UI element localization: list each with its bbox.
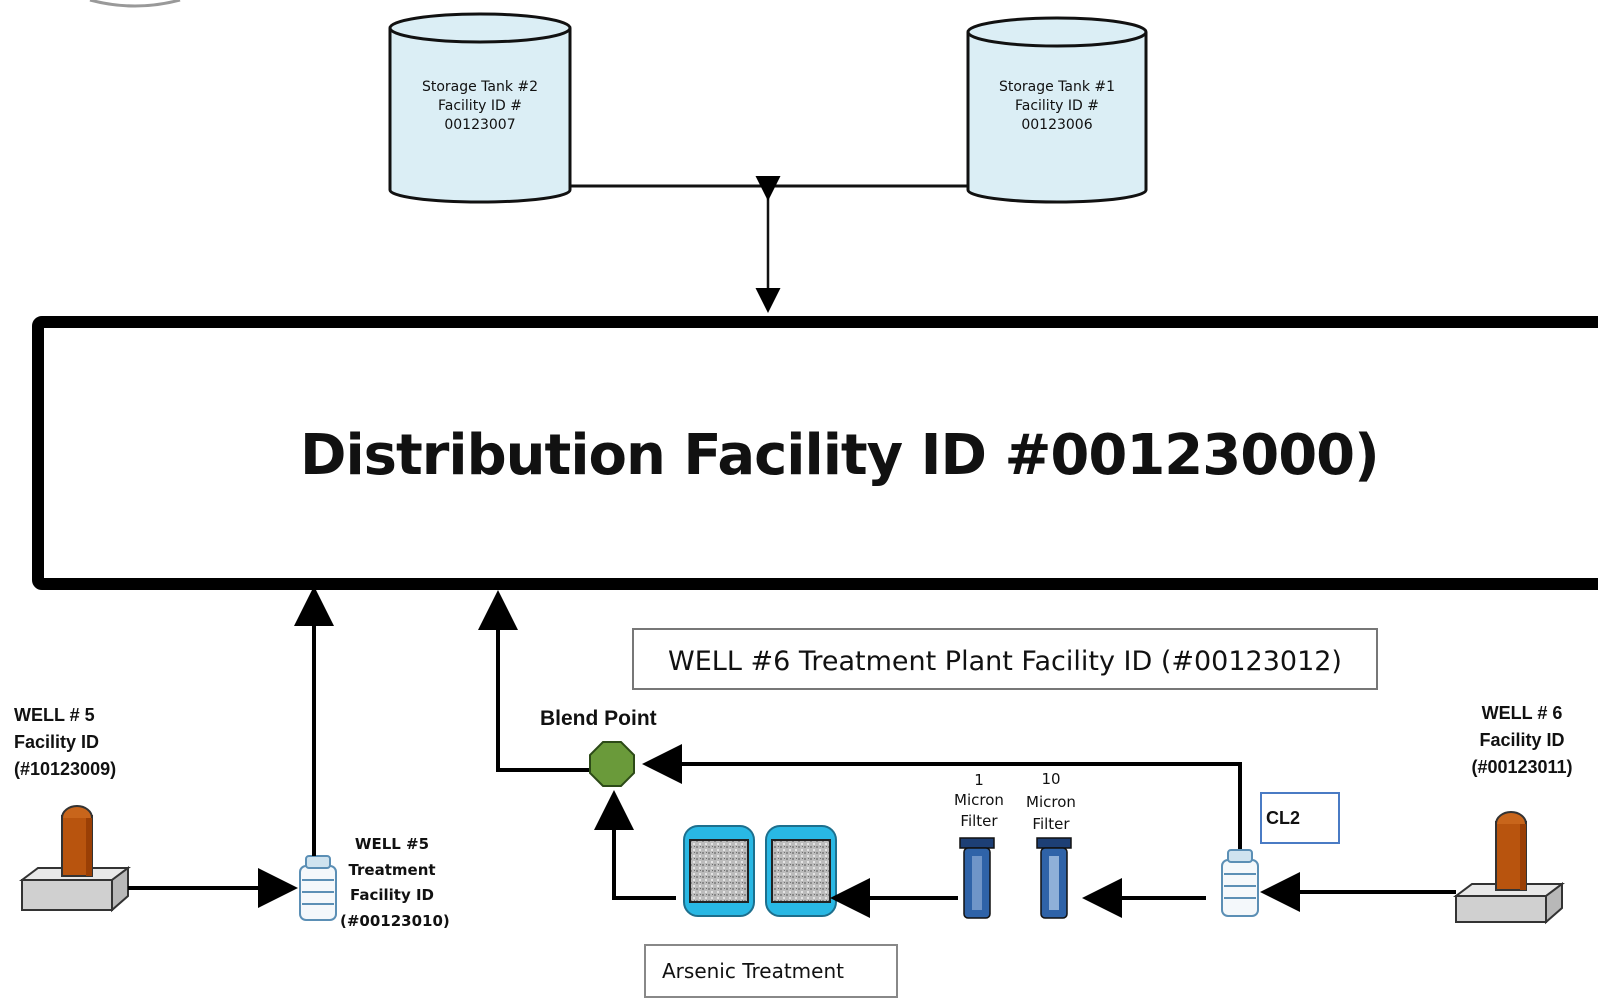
storage-tank-2 — [388, 12, 572, 204]
storage-tank-1-id-label: Facility ID # — [1014, 97, 1100, 114]
well5-id: (#10123009) — [14, 759, 117, 779]
filter-1-size: 1 — [974, 771, 984, 789]
arsenic-vessel-2 — [765, 825, 837, 917]
storage-tank-2-id: 00123007 — [444, 116, 516, 133]
well6-id: (#00123011) — [1471, 757, 1573, 777]
distribution-facility-box — [32, 316, 1598, 590]
cl2-to-blend-arrow — [642, 744, 1242, 852]
filter-10-size: 10 — [1041, 770, 1061, 788]
storage-tank-1-label: Storage Tank #1 Facility ID # 00123006 — [974, 78, 1140, 135]
filter-1-micron-icon — [959, 837, 995, 919]
well6-name: WELL # 6 — [1481, 703, 1563, 723]
well6-label: WELL # 6 Facility ID (#00123011) — [1452, 700, 1592, 781]
cl2-label: CL2 — [1265, 808, 1300, 828]
well6-chlorinator-icon — [1221, 849, 1259, 917]
well6-treatment-plant-box: WELL #6 Treatment Plant Facility ID (#00… — [632, 628, 1378, 690]
well5-label: WELL # 5 Facility ID (#10123009) — [14, 702, 116, 783]
filter-1-label: 1 Micron Filter — [944, 770, 1014, 831]
arsenic-vessel-1 — [683, 825, 755, 917]
well6-treatment-plant-title: WELL #6 Treatment Plant Facility ID (#00… — [668, 646, 1342, 677]
filter-10-micron-icon — [1036, 837, 1072, 919]
well6-pump-icon — [1453, 811, 1565, 925]
filter-1-type: Filter — [960, 811, 998, 830]
well5-treatment-label: WELL #5 Treatment Facility ID (#00123010… — [340, 832, 450, 934]
storage-tank-1-name: Storage Tank #1 — [998, 79, 1116, 95]
cl2-box: CL2 — [1260, 792, 1340, 844]
arsenic-to-blend-arrow — [594, 790, 676, 900]
well5-id-label: Facility ID — [14, 732, 100, 752]
arsenic-treatment-box: Arsenic Treatment — [644, 944, 898, 998]
blend-point-label: Blend Point — [540, 707, 657, 730]
corner-logo-arc — [89, 0, 181, 8]
distribution-facility-title: Distribution Facility ID #00123000) — [300, 423, 1380, 488]
storage-tank-2-id-label: Facility ID # — [437, 97, 523, 114]
blend-to-distribution-arrow — [478, 590, 592, 772]
filter-10-unit: Micron — [1026, 792, 1076, 811]
filter-1-unit: Micron — [954, 791, 1004, 810]
filter-10-label: 10 Micron Filter — [1016, 768, 1086, 836]
storage-tank-2-name: Storage Tank #2 — [421, 79, 539, 95]
well5-chlorinator-icon — [299, 855, 337, 921]
well5-treatment-name: WELL #5 — [354, 835, 430, 853]
well5-name: WELL # 5 — [14, 705, 95, 725]
well5-pump-icon — [19, 805, 131, 913]
well5-treatment-id-label: Facility ID — [349, 886, 434, 904]
well5-treatment-type: Treatment — [348, 860, 436, 879]
well5-treatment-id: (#00123010) — [340, 911, 450, 930]
blend-point-icon — [589, 741, 635, 787]
well6-id-label: Facility ID — [1479, 730, 1565, 750]
arsenic-treatment-label: Arsenic Treatment — [662, 959, 844, 983]
storage-tank-2-label: Storage Tank #2 Facility ID # 00123007 — [396, 78, 564, 135]
storage-tank-1 — [966, 16, 1148, 204]
storage-tank-1-id: 00123006 — [1021, 116, 1093, 133]
filter-10-type: Filter — [1032, 815, 1070, 833]
